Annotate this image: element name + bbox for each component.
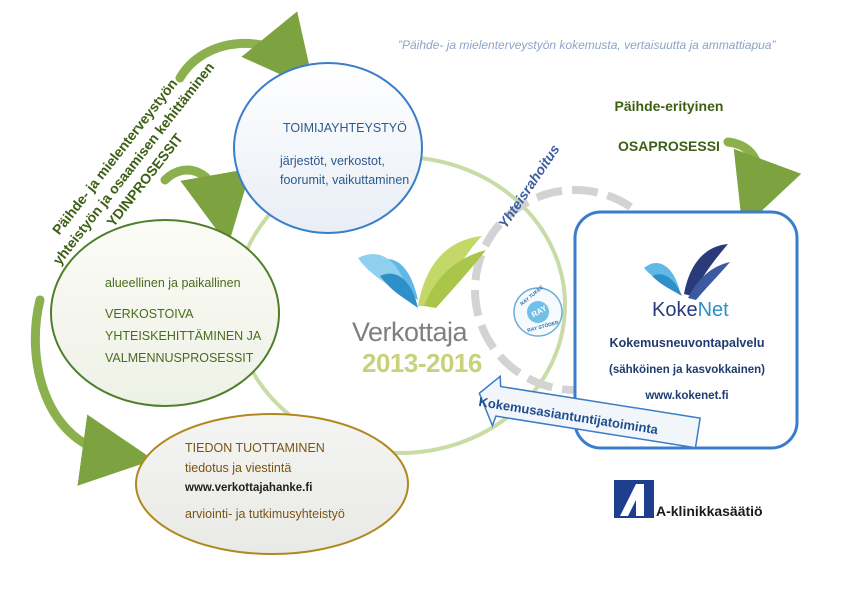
verkottaja-wings-icon [358, 236, 486, 308]
toimija-line1: järjestöt, verkostot, [280, 154, 385, 168]
kokenet-title: Kokemusneuvontapalvelu [609, 336, 765, 350]
kokenet-url[interactable]: www.kokenet.fi [645, 390, 729, 402]
tieto-line3: arviointi- ja tutkimusyhteistyö [185, 507, 345, 521]
kokenet-sub: (sähköinen ja kasvokkainen) [609, 364, 765, 376]
arrow-right [723, 137, 802, 229]
kokemus-banner-shape [478, 374, 702, 449]
verkostoiva-title3: VALMENNUSPROSESSIT [105, 351, 254, 365]
tagline: ”Päihde- ja mielenterveystyön kokemusta,… [398, 38, 776, 52]
verkottaja-years: 2013-2016 [362, 348, 482, 378]
a-klinikka-logo-icon [614, 480, 654, 518]
verkostoiva-title2: YHTEISKEHITTÄMINEN JA [105, 329, 262, 343]
verkostoiva-circle [50, 219, 280, 407]
arrow-top-left [175, 11, 315, 90]
toimija-circle [233, 62, 423, 234]
ray-badge-icon [513, 287, 563, 337]
verkostoiva-title1: VERKOSTOIVA [105, 307, 194, 321]
kokenet-wings-icon [644, 244, 730, 300]
kokenet-logo-net: Net [697, 299, 729, 321]
tieto-circle [135, 413, 409, 555]
a-klinikka-text: A-klinikkasäätiö [656, 503, 763, 519]
arrow-mid-left [160, 165, 252, 246]
kokenet-logo-koke: Koke [652, 299, 698, 321]
paihde-erityinen-sub: OSAPROSESSI [618, 138, 720, 154]
tieto-title: TIEDON TUOTTAMINEN [185, 441, 325, 455]
kokenet-logo-text: KokeNet [652, 299, 729, 322]
toimija-title: TOIMIJAYHTEYSTYÖ [283, 121, 407, 135]
tieto-line1: tiedotus ja viestintä [185, 461, 292, 475]
arrow-bottom-left [30, 295, 154, 486]
verkostoiva-intro: alueellinen ja paikallinen [105, 276, 241, 290]
toimija-line2: foorumit, vaikuttaminen [280, 173, 410, 187]
kokenet-card [573, 210, 799, 450]
verkottaja-word: Verkottaja [352, 317, 468, 347]
tieto-url[interactable]: www.verkottajahanke.fi [185, 482, 313, 494]
paihde-erityinen-title: Päihde-erityinen [614, 98, 724, 114]
